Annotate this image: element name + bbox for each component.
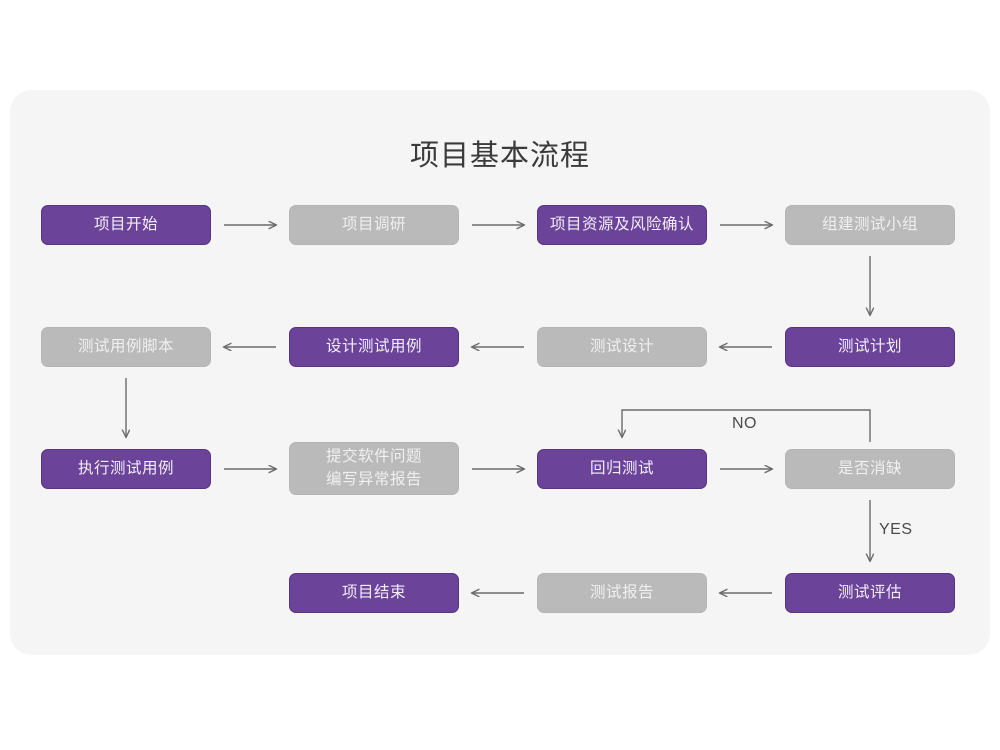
flowchart-card: 项目基本流程: [10, 90, 990, 655]
node-project-start[interactable]: 项目开始: [41, 205, 211, 245]
node-design-test-case[interactable]: 设计测试用例: [289, 327, 459, 367]
node-test-design[interactable]: 测试设计: [537, 327, 707, 367]
node-execute-test-case[interactable]: 执行测试用例: [41, 449, 211, 489]
node-test-case-script[interactable]: 测试用例脚本: [41, 327, 211, 367]
node-build-test-team[interactable]: 组建测试小组: [785, 205, 955, 245]
node-defect-cleared[interactable]: 是否消缺: [785, 449, 955, 489]
node-test-report[interactable]: 测试报告: [537, 573, 707, 613]
node-test-plan[interactable]: 测试计划: [785, 327, 955, 367]
edge-label-yes: YES: [879, 521, 913, 538]
node-submit-defect-report[interactable]: 提交软件问题 编写异常报告: [289, 442, 459, 495]
page-title: 项目基本流程: [409, 140, 590, 172]
edge-label-no: NO: [732, 415, 757, 432]
node-project-end[interactable]: 项目结束: [289, 573, 459, 613]
node-project-research[interactable]: 项目调研: [289, 205, 459, 245]
node-regression-test[interactable]: 回归测试: [537, 449, 707, 489]
node-resource-risk-confirm[interactable]: 项目资源及风险确认: [537, 205, 707, 245]
node-test-evaluation[interactable]: 测试评估: [785, 573, 955, 613]
